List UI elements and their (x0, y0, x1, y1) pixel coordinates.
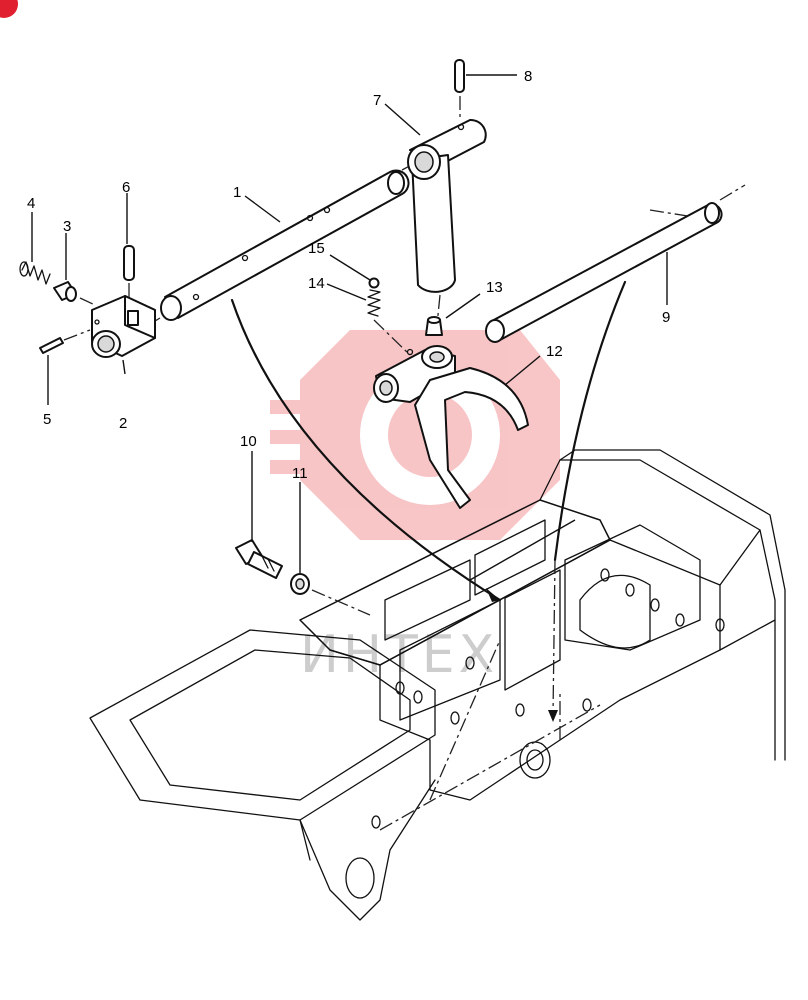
shift-rail-9 (485, 184, 746, 343)
callout-4: 4 (27, 195, 35, 212)
shift-lever-7 (407, 118, 487, 326)
callout-15: 15 (308, 240, 325, 257)
shift-rail-1 (109, 149, 441, 349)
callout-6: 6 (122, 179, 130, 196)
corner-badge (0, 0, 18, 18)
spring-4 (19, 261, 51, 285)
plunger-3 (53, 281, 96, 306)
dowel-6 (123, 245, 135, 300)
bolt-10 (235, 539, 283, 579)
ball-15 (368, 277, 380, 289)
callout-5: 5 (43, 411, 51, 428)
callout-10: 10 (240, 433, 257, 450)
callout-12: 12 (546, 343, 563, 360)
shift-fork-12 (373, 345, 529, 509)
detent-13 (425, 316, 443, 336)
roll-pin-8 (454, 59, 465, 120)
callout-3: 3 (63, 218, 71, 235)
callout-8: 8 (524, 68, 532, 85)
assembly-arrows (230, 280, 627, 722)
spring-14 (367, 289, 381, 317)
callout-13: 13 (486, 279, 503, 296)
transmission-housing (89, 449, 786, 921)
callout-1: 1 (233, 184, 241, 201)
leader-lines (31, 74, 668, 573)
pin-5 (39, 329, 91, 354)
callout-11: 11 (292, 465, 308, 482)
callout-2: 2 (119, 415, 127, 432)
callout-7: 7 (373, 92, 381, 109)
housing-bolt-holes (371, 568, 725, 829)
callout-14: 14 (308, 275, 325, 292)
selector-block-2 (91, 295, 156, 358)
callout-9: 9 (662, 309, 670, 326)
washer-11 (290, 573, 310, 595)
callout-labels: 1 2 3 4 5 6 7 8 9 10 11 12 13 14 15 (27, 68, 670, 482)
